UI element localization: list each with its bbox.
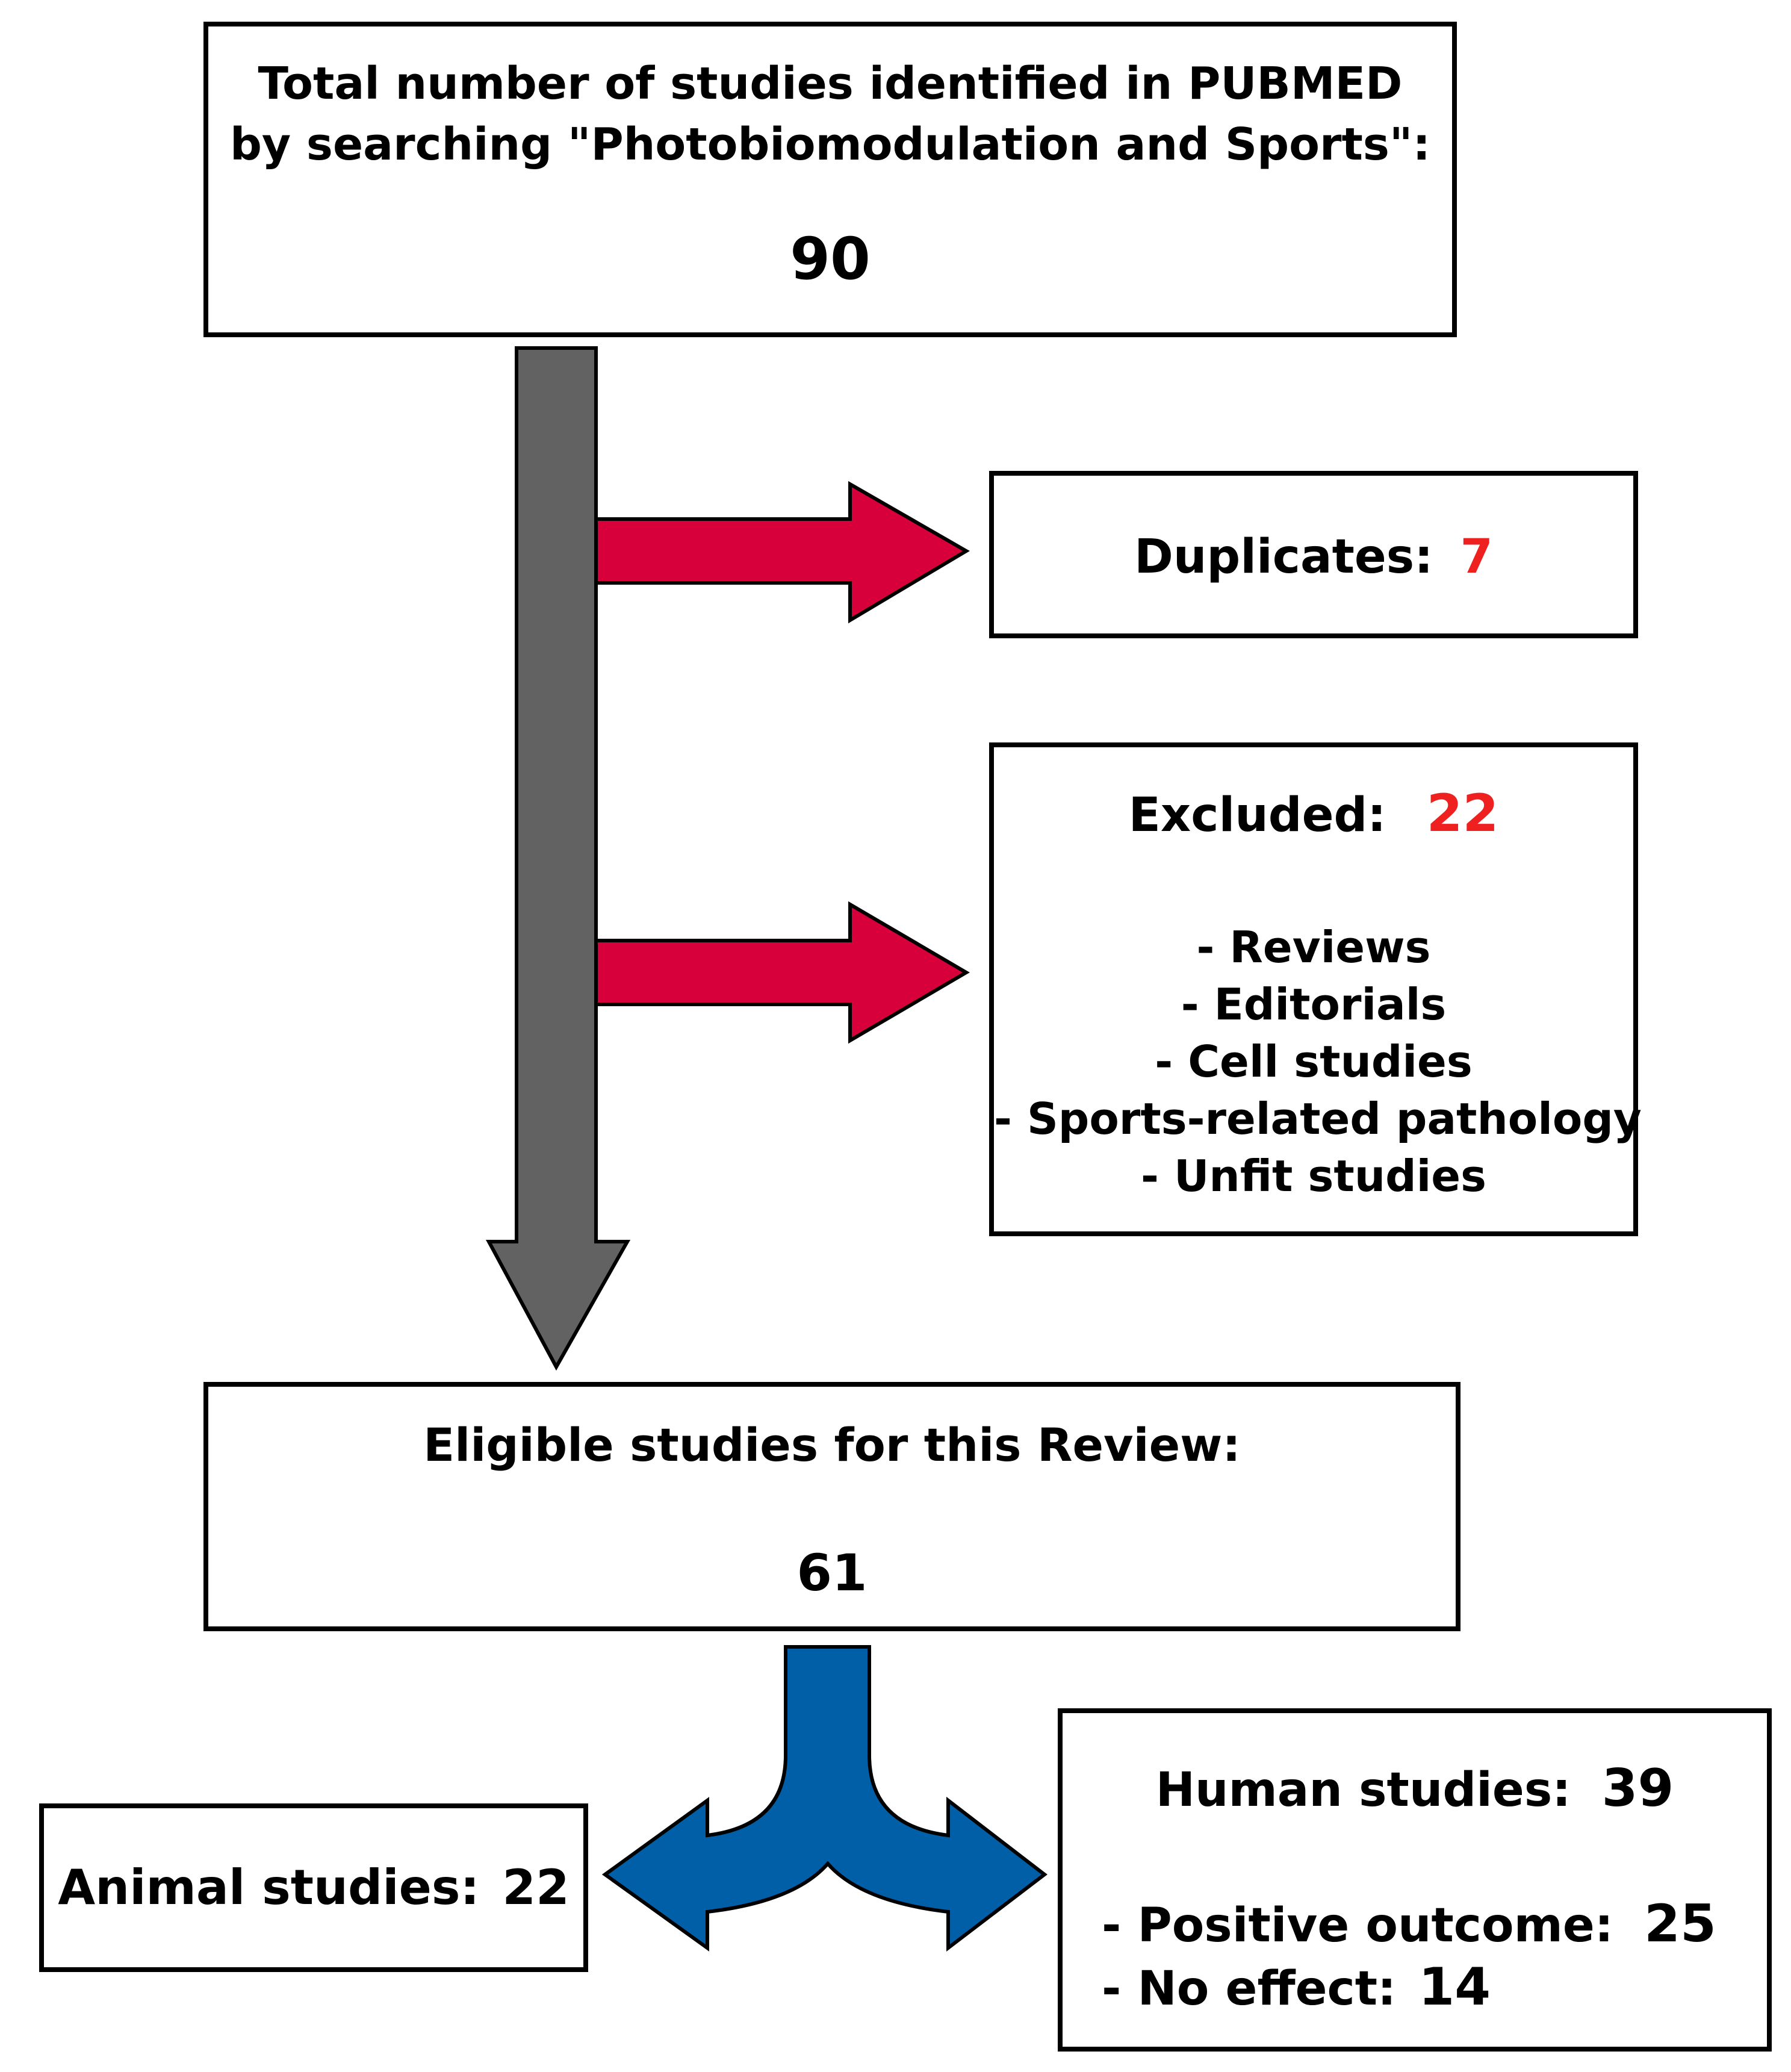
human-studies-box: Human studies: 39 - Positive outcome: 25… xyxy=(1058,1708,1772,2052)
animal-studies-count: 22 xyxy=(502,1859,570,1915)
excluded-item: - Reviews xyxy=(1196,922,1431,972)
identified-studies-count: 90 xyxy=(790,225,871,293)
right-arrow-icon xyxy=(594,481,970,624)
excluded-item: - Sports-related pathology xyxy=(994,1094,1642,1144)
duplicates-box: Duplicates: 7 xyxy=(989,471,1638,638)
duplicates-label: Duplicates: xyxy=(1134,530,1433,584)
identified-studies-line2: by searching "Photobiomodulation and Spo… xyxy=(229,119,1431,170)
animal-studies-box: Animal studies: 22 xyxy=(39,1803,588,1972)
excluded-item: - Unfit studies xyxy=(1141,1151,1486,1201)
excluded-item: - Editorials xyxy=(1181,979,1447,1030)
eligible-studies-count: 61 xyxy=(796,1543,868,1602)
excluded-box: Excluded: 22 - Reviews - Editorials - Ce… xyxy=(989,742,1642,1236)
right-arrow-icon xyxy=(594,901,970,1044)
identified-studies-line1: Total number of studies identified in PU… xyxy=(258,58,1403,110)
duplicates-count: 7 xyxy=(1460,530,1493,584)
duplicates-line: Duplicates: 7 xyxy=(994,530,1633,584)
positive-outcome-label: - Positive outcome: xyxy=(1102,1899,1613,1953)
human-studies-count: 39 xyxy=(1601,1758,1674,1818)
animal-studies-label: Animal studies: xyxy=(58,1859,480,1915)
excluded-label: Excluded: xyxy=(1128,788,1386,842)
animal-studies-line: Animal studies: 22 xyxy=(44,1859,583,1915)
eligible-studies-box: Eligible studies for this Review: 61 xyxy=(203,1382,1460,1631)
excluded-count: 22 xyxy=(1426,783,1499,844)
positive-outcome-count: 25 xyxy=(1644,1894,1716,1954)
human-outcome-positive: - Positive outcome: 25 xyxy=(1102,1894,1716,1954)
excluded-item: - Cell studies xyxy=(1155,1036,1473,1087)
human-outcome-no-effect: - No effect: 14 xyxy=(1102,1957,1491,2017)
split-arrow-icon xyxy=(601,1645,1048,1952)
excluded-line: Excluded: 22 xyxy=(994,783,1633,844)
human-studies-label: Human studies: xyxy=(1155,1763,1571,1817)
identified-studies-box: Total number of studies identified in PU… xyxy=(203,22,1457,337)
eligible-studies-label: Eligible studies for this Review: xyxy=(423,1418,1241,1472)
human-studies-line: Human studies: 39 xyxy=(1063,1758,1767,1818)
down-arrow-icon xyxy=(485,346,631,1371)
no-effect-label: - No effect: xyxy=(1102,1962,1397,2016)
no-effect-count: 14 xyxy=(1418,1957,1491,2017)
